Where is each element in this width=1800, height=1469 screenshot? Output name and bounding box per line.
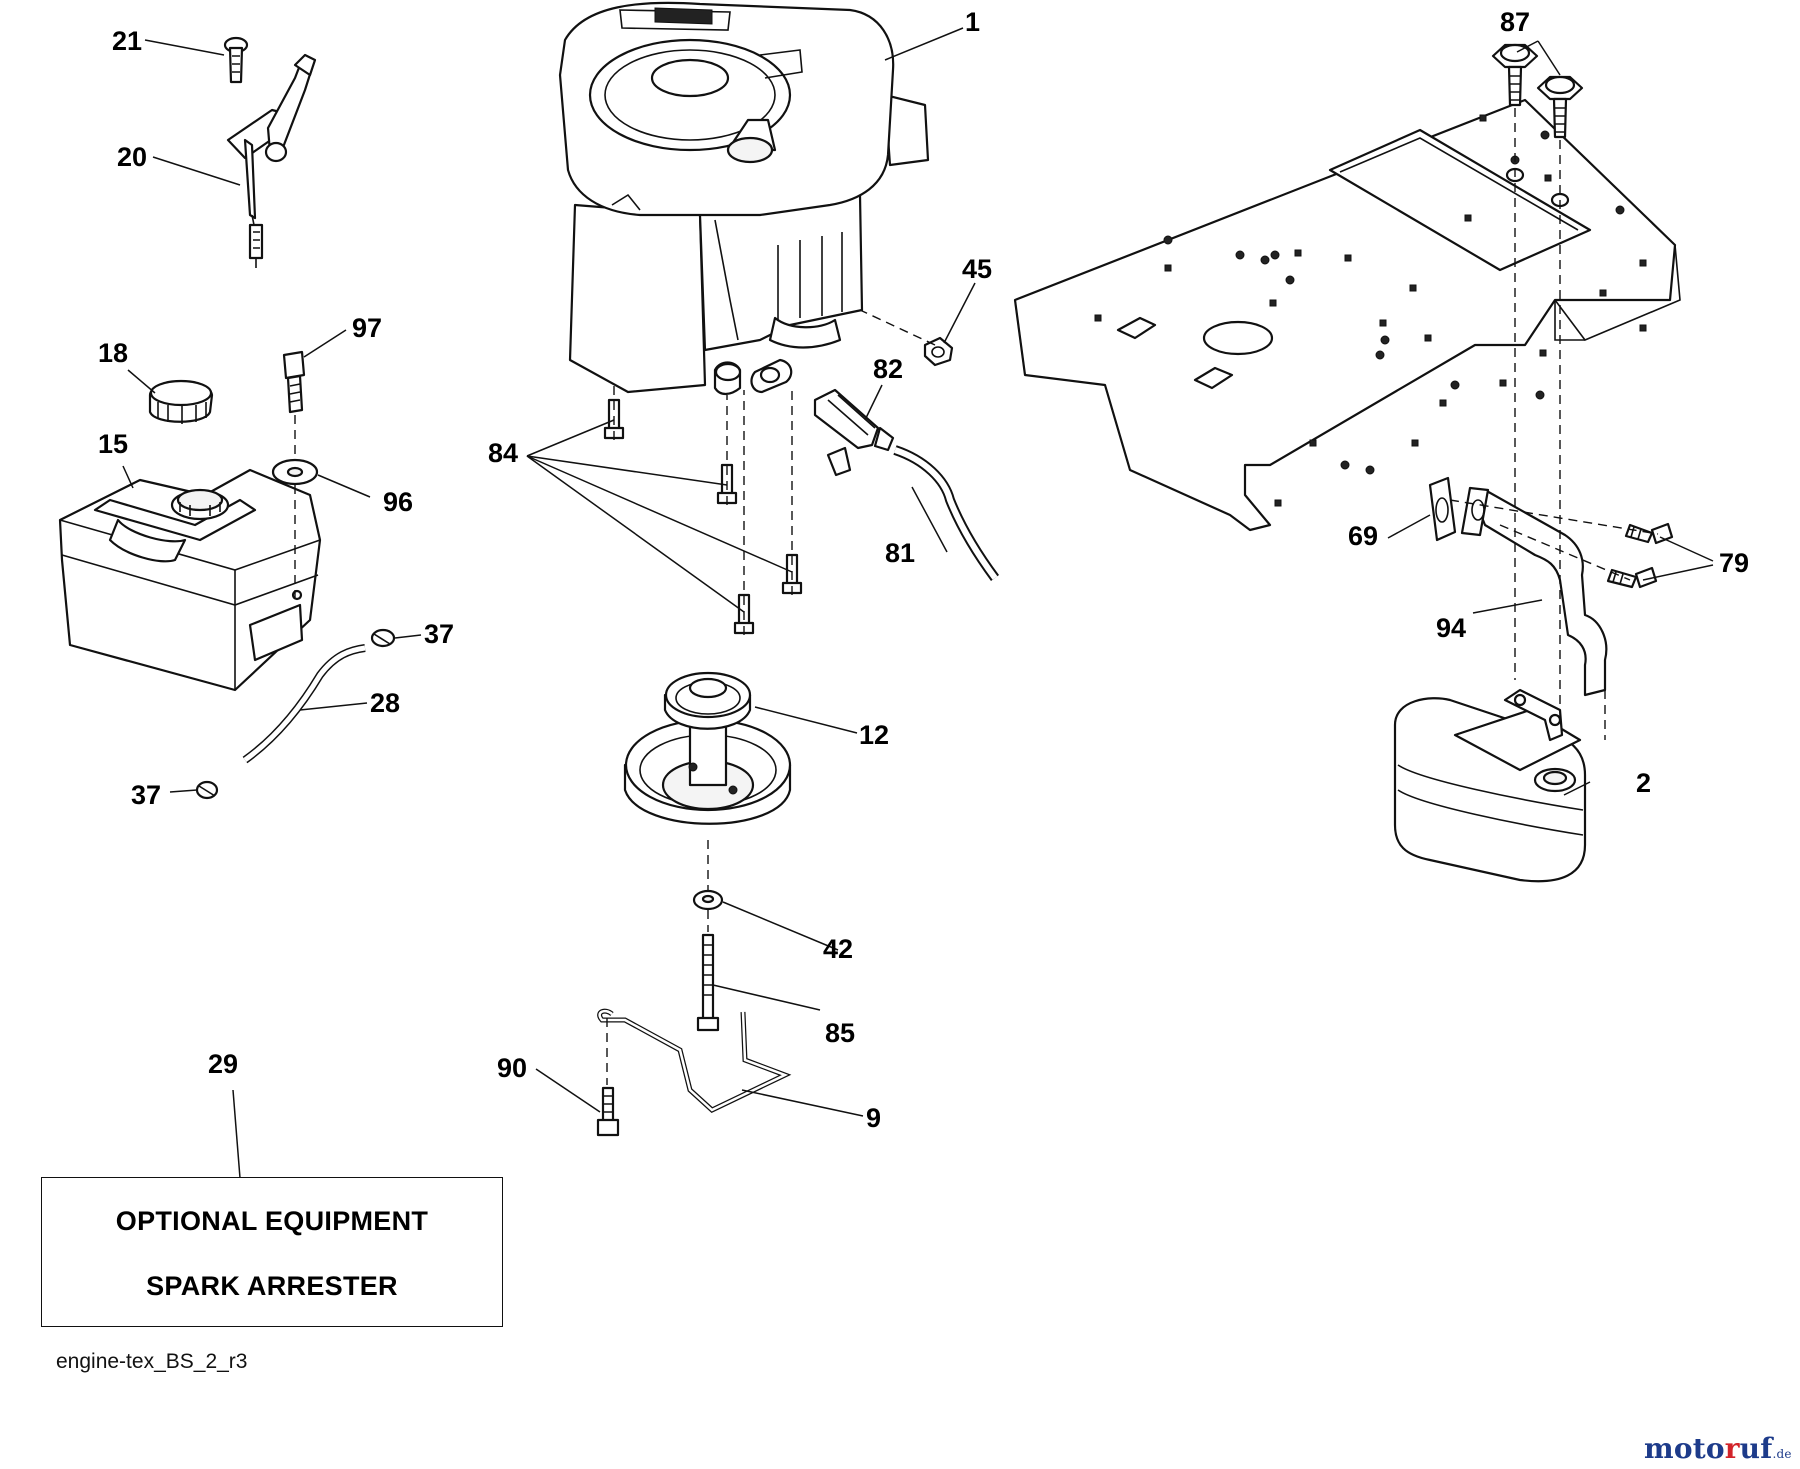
belt-guide-drawing: [596, 1008, 792, 1137]
nut-drawing: [923, 336, 954, 367]
callout-15: 15: [98, 429, 128, 459]
callout-20: 20: [117, 142, 147, 172]
callout-1: 1: [965, 7, 980, 37]
assembly-lines: [294, 108, 1659, 1085]
diagram-reference-code: engine-tex_BS_2_r3: [56, 1350, 248, 1373]
callout-87: 87: [1500, 7, 1530, 37]
watermark-logo: motoruf.de: [1644, 1432, 1792, 1465]
callout-85: 85: [825, 1018, 855, 1048]
fuel-tank-drawing: [58, 379, 322, 692]
frame-drawing: [1013, 98, 1681, 532]
spark-arrester-label: SPARK ARRESTER: [146, 1271, 398, 1301]
throttle-control-drawing: [223, 36, 317, 268]
callout-12: 12: [859, 720, 889, 750]
callout-82: 82: [873, 354, 903, 384]
engine-bolts-drawing: [603, 398, 803, 635]
callout-90: 90: [497, 1053, 527, 1083]
callout-94: 94: [1436, 613, 1466, 643]
callout-29: 29: [208, 1049, 238, 1079]
callout-18: 18: [98, 338, 128, 368]
optional-equipment-title: OPTIONAL EQUIPMENT: [115, 1206, 429, 1236]
pulley-hardware-drawing: [692, 889, 724, 1032]
tank-fasteners-drawing: [271, 350, 319, 486]
callout-21: 21: [112, 26, 142, 56]
engine-drawing: [558, 1, 930, 396]
part-numbers: 1 2 9 12 15 18 20 21 28 29 37 37 42 45 6…: [98, 7, 1749, 1133]
callout-37-upper: 37: [424, 619, 454, 649]
callout-45: 45: [962, 254, 992, 284]
callout-69: 69: [1348, 521, 1378, 551]
muffler-drawing: [1393, 688, 1587, 883]
fuel-line-drawing: [195, 628, 396, 800]
exhaust-bolts-drawing: [1606, 522, 1674, 589]
callout-79: 79: [1719, 548, 1749, 578]
engine-pulley-drawing: [623, 671, 792, 825]
leader-lines: [122, 27, 1714, 1179]
callout-37-lower: 37: [131, 780, 161, 810]
exhaust-pipe-drawing: [1428, 476, 1608, 697]
callout-96: 96: [383, 487, 413, 517]
oil-drain-drawing: [813, 388, 1000, 581]
callout-28: 28: [370, 688, 400, 718]
watermark-tld: .de: [1772, 1447, 1792, 1461]
muffler-screws-drawing: [1491, 43, 1584, 139]
callout-42: 42: [823, 934, 853, 964]
callout-97: 97: [352, 313, 382, 343]
watermark-part-1: moto: [1644, 1432, 1725, 1465]
optional-equipment-box: OPTIONAL EQUIPMENT SPARK ARRESTER: [41, 1177, 503, 1327]
callout-81: 81: [885, 538, 915, 568]
watermark-accent: r: [1724, 1432, 1740, 1465]
watermark-part-2: uf: [1739, 1432, 1773, 1465]
callout-84: 84: [488, 438, 518, 468]
callout-2: 2: [1636, 768, 1651, 798]
callout-9: 9: [866, 1103, 881, 1133]
